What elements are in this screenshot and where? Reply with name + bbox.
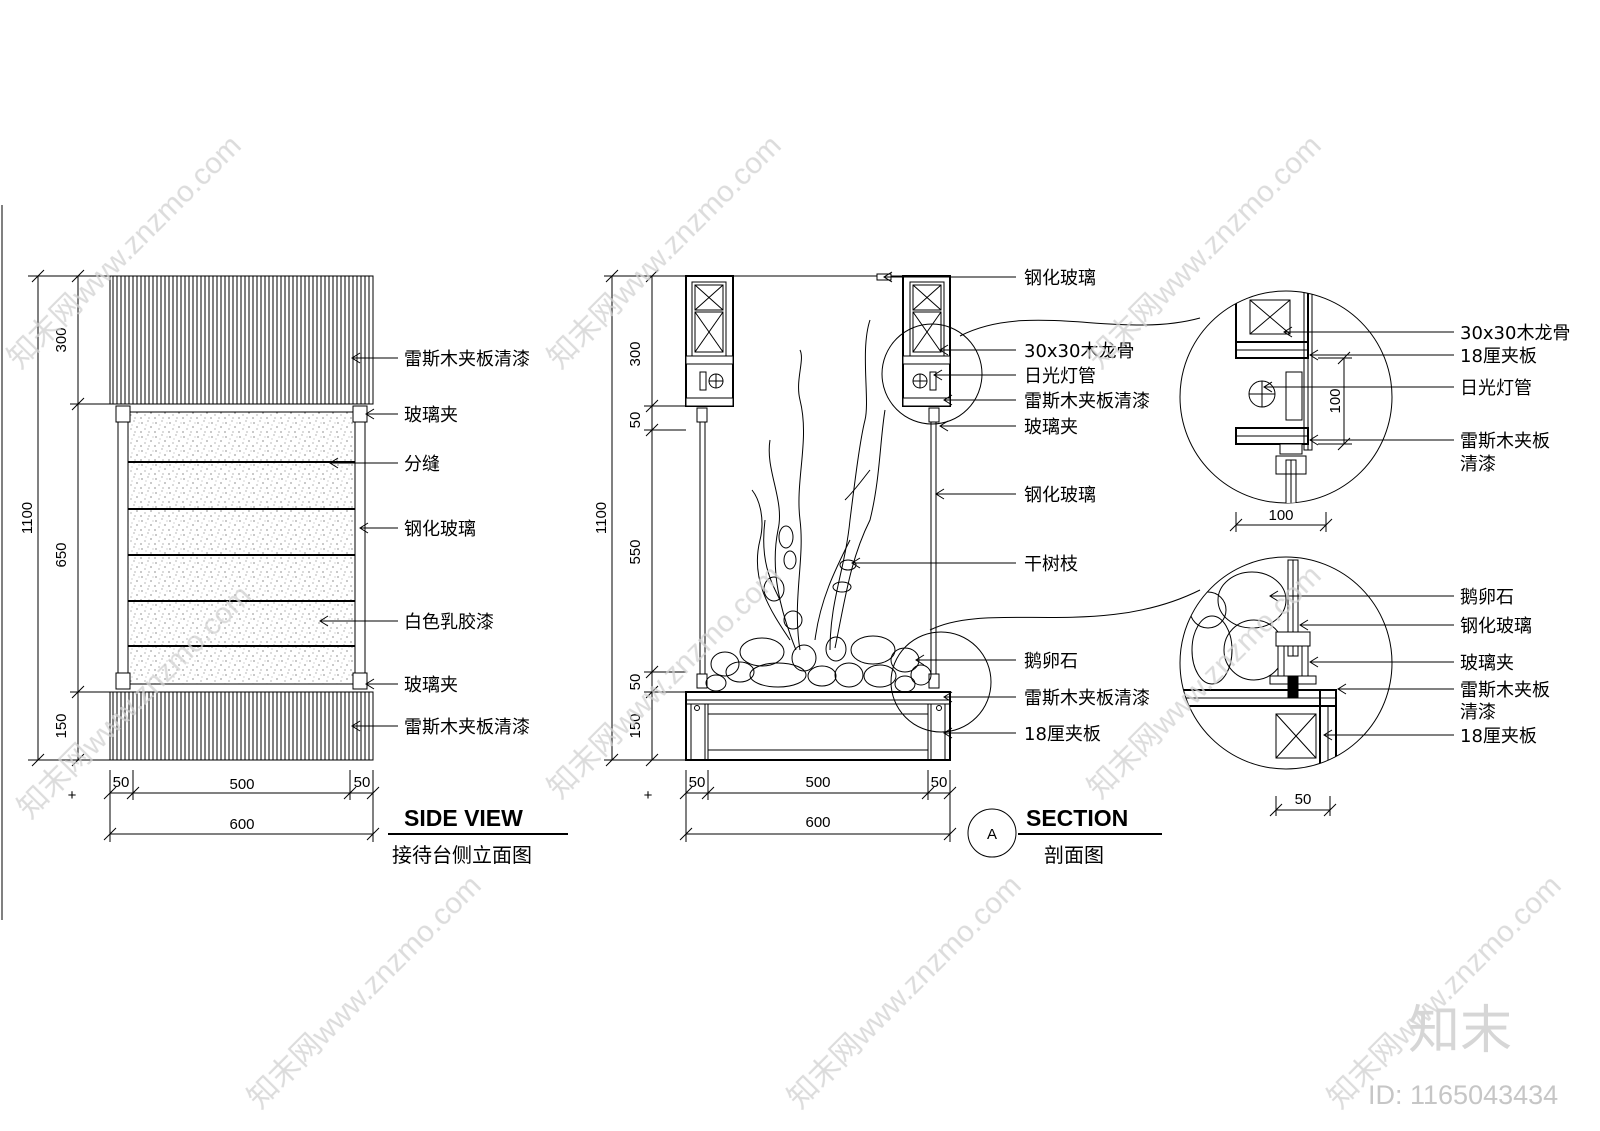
detail-bottom-label-veneer: 雷斯木夹板 bbox=[1460, 680, 1550, 701]
side-dim-total-height: 1100 bbox=[19, 502, 36, 534]
section-label-glass: 钢化玻璃 bbox=[1024, 485, 1096, 506]
section-subtitle: 剖面图 bbox=[1044, 843, 1104, 867]
detail-callout-bottom bbox=[890, 631, 992, 733]
side-view-subtitle: 接待台侧立面图 bbox=[392, 843, 532, 867]
side-label-base-panel: 雷斯木夹板清漆 bbox=[404, 717, 530, 738]
section-label-pebbles: 鹅卵石 bbox=[1024, 651, 1078, 672]
section-dim-lower-50: 50 bbox=[627, 674, 644, 691]
side-dim-top-height: 300 bbox=[53, 327, 70, 352]
detail-top-label-lamp: 日光灯管 bbox=[1460, 378, 1532, 399]
section-dim-base-height: 150 bbox=[627, 713, 644, 738]
side-label-clip-bottom: 玻璃夹 bbox=[404, 675, 458, 696]
detail-bottom-label-pebbles: 鹅卵石 bbox=[1460, 587, 1514, 608]
section-dim-600: 600 bbox=[805, 814, 830, 831]
side-label-latex: 白色乳胶漆 bbox=[404, 612, 494, 633]
watermark-text: 知末网www.znzmo.com bbox=[542, 129, 788, 375]
detail-top-label-plywood: 18厘夹板 bbox=[1460, 346, 1537, 367]
section-label-top-glass: 钢化玻璃 bbox=[1024, 268, 1096, 289]
side-label-seam: 分缝 bbox=[404, 454, 440, 475]
side-glass-panel bbox=[117, 411, 366, 685]
detail-top-label-varnish: 清漆 bbox=[1460, 454, 1496, 475]
detail-bottom-label-clip: 玻璃夹 bbox=[1460, 653, 1514, 674]
section-dim-500: 500 bbox=[805, 774, 830, 791]
section-label-lamp: 日光灯管 bbox=[1024, 366, 1096, 387]
section-view: 1100 300 50 550 50 150 50 500 50 600 + 钢… bbox=[593, 268, 1201, 867]
side-label-glass: 钢化玻璃 bbox=[404, 519, 476, 540]
svg-text:+: + bbox=[644, 787, 653, 804]
svg-text:+: + bbox=[68, 787, 77, 804]
section-dim-right-50: 50 bbox=[931, 774, 948, 791]
section-label-plywood: 18厘夹板 bbox=[1024, 724, 1101, 745]
side-top-panel bbox=[109, 275, 374, 405]
section-label-clip: 玻璃夹 bbox=[1024, 417, 1078, 438]
detail-top-label-keel: 30x30木龙骨 bbox=[1460, 323, 1570, 344]
side-dim-base-height: 150 bbox=[53, 713, 70, 738]
side-dim-600: 600 bbox=[229, 816, 254, 833]
detail-bottom-label-glass: 钢化玻璃 bbox=[1460, 616, 1532, 637]
detail-top-dim-horizontal: 100 bbox=[1268, 507, 1293, 524]
section-dim-top-height: 300 bbox=[627, 341, 644, 366]
detail-bottom-label-varnish: 清漆 bbox=[1460, 702, 1496, 723]
watermark-text: 知末网www.znzmo.com bbox=[782, 869, 1028, 1115]
section-marker-circle bbox=[967, 808, 1017, 858]
side-dim-left-50: 50 bbox=[113, 774, 130, 791]
section-title: SECTION bbox=[1026, 805, 1128, 831]
detail-top-label-veneer: 雷斯木夹板 bbox=[1460, 431, 1550, 452]
section-dim-upper-50: 50 bbox=[627, 412, 644, 429]
section-dim-total-height: 1100 bbox=[593, 502, 610, 534]
watermark-text: 知末网www.znzmo.com bbox=[1082, 129, 1328, 375]
dry-branches bbox=[751, 319, 886, 651]
watermark-text: 知末网www.znzmo.com bbox=[242, 869, 488, 1115]
detail-callout-top bbox=[881, 323, 983, 425]
detail-top: 100 100 30x30木龙骨 18厘夹板 日光灯管 雷斯木夹板 清漆 bbox=[1179, 290, 1570, 532]
detail-bottom-dim: 50 bbox=[1295, 791, 1312, 808]
side-dim-500: 500 bbox=[229, 776, 254, 793]
watermark-text: 知末网www.znzmo.com bbox=[542, 559, 788, 805]
side-view-title: SIDE VIEW bbox=[404, 805, 523, 831]
detail-bottom: 50 鹅卵石 钢化玻璃 玻璃夹 雷斯木夹板 清漆 18厘夹板 bbox=[1179, 556, 1550, 817]
side-view: 1100 300 650 150 50 500 50 600 + 雷斯木夹板清漆… bbox=[19, 269, 568, 867]
section-dim-left-50: 50 bbox=[689, 774, 706, 791]
side-labels: 雷斯木夹板清漆 玻璃夹 分缝 钢化玻璃 白色乳胶漆 玻璃夹 雷斯木夹板清漆 bbox=[319, 349, 530, 738]
section-label-keel: 30x30木龙骨 bbox=[1024, 341, 1134, 362]
section-dim-glass-height: 550 bbox=[627, 539, 644, 564]
watermark-id: ID: 1165043434 bbox=[1368, 1080, 1558, 1110]
side-label-top-panel: 雷斯木夹板清漆 bbox=[404, 349, 530, 370]
pebbles bbox=[705, 635, 932, 693]
side-dim-right-50: 50 bbox=[354, 774, 371, 791]
section-labels: 钢化玻璃 30x30木龙骨 日光灯管 雷斯木夹板清漆 玻璃夹 钢化玻璃 干树枝 … bbox=[851, 268, 1150, 745]
watermark-logo: 知末 bbox=[1408, 1001, 1512, 1061]
side-dim-glass-height: 650 bbox=[53, 542, 70, 567]
section-marker-letter: A bbox=[987, 826, 997, 843]
detail-top-dim-vertical: 100 bbox=[1327, 388, 1344, 413]
watermark-text: 知末网www.znzmo.com bbox=[1322, 869, 1568, 1115]
detail-bottom-label-plywood: 18厘夹板 bbox=[1460, 726, 1537, 747]
section-label-branches: 干树枝 bbox=[1024, 554, 1078, 575]
side-label-clip-top: 玻璃夹 bbox=[404, 405, 458, 426]
section-label-veneer-top: 雷斯木夹板清漆 bbox=[1024, 391, 1150, 412]
section-label-veneer-base: 雷斯木夹板清漆 bbox=[1024, 688, 1150, 709]
